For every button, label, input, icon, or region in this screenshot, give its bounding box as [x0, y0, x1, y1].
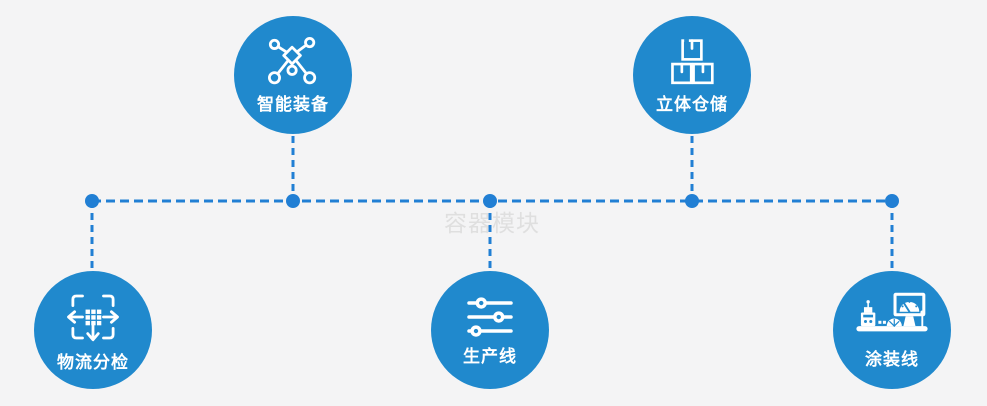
node-label: 生产线	[463, 347, 517, 366]
control-station-icon	[856, 292, 928, 332]
network-nodes-icon	[268, 37, 317, 85]
node-coating-line: 涂装线	[833, 271, 951, 389]
junction-dot	[483, 194, 497, 208]
node-label: 物流分检	[57, 353, 129, 372]
node-logistics-sorting: 物流分检	[34, 271, 152, 389]
stacked-boxes-icon	[671, 38, 714, 84]
node-production-line: 生产线	[431, 271, 549, 389]
node-smart-equipment: 智能装备	[234, 16, 352, 134]
node-label: 涂装线	[865, 350, 919, 369]
junction-dot	[685, 194, 699, 208]
node-cubic-warehouse: 立体仓储	[633, 16, 751, 134]
sliders-icon	[467, 297, 513, 337]
node-label: 智能装备	[257, 95, 329, 114]
junction-dot	[885, 194, 899, 208]
sort-distribute-icon	[67, 294, 119, 342]
node-label: 立体仓储	[656, 94, 728, 114]
junction-dot	[286, 194, 300, 208]
junction-dot	[85, 194, 99, 208]
